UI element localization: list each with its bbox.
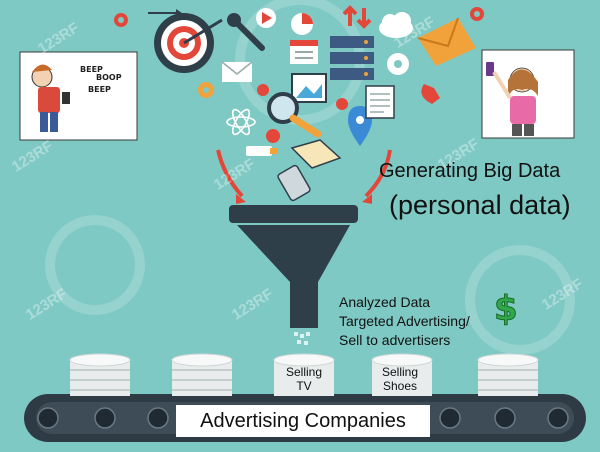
drum [273,353,335,396]
gear-icon [336,98,348,110]
personal-data-subtitle: (personal data) [389,190,571,220]
arrow-head [236,194,246,204]
selfie-woman-illustration [486,62,538,136]
analyzed-line-2: Targeted Advertising/ [339,313,470,329]
usb-icon [246,146,278,156]
speech-word-3: BEEP [88,85,111,94]
comic-man-illustration [31,64,70,132]
data-drums [69,353,539,396]
selling-shoes-line-1: Selling [381,365,419,379]
smartphone-icon [277,164,311,202]
envelope-icon [221,61,253,82]
selling-tv-line-1: Selling [285,365,323,379]
envelope-icon [417,17,476,66]
analyzed-line-1: Analyzed Data [339,294,431,310]
arrow-head [362,194,372,204]
gear-icon [257,84,269,96]
target-icon [154,13,223,73]
drum [171,353,233,396]
drum [69,353,131,396]
arrows-icon [342,5,372,29]
gear-icon [114,13,128,27]
selling-shoes-line-2: Shoes [382,379,418,393]
speech-word-1: BEEP [80,65,103,74]
dollar-icon: $ [494,289,519,330]
flow-arrows [216,149,392,198]
funnel-icon [229,205,358,328]
speech-word-2: BOOP [96,73,122,82]
gear-icon [470,7,484,21]
pie-chart-icon [291,13,313,35]
photo-icon [291,73,327,103]
atom-icon [226,108,256,136]
wrench-icon [227,13,265,51]
selling-shoes-label: Selling Shoes [375,365,425,393]
server-icon [330,36,374,80]
comic-photo-frame [19,51,138,141]
drum [371,353,433,396]
book-icon [290,139,342,169]
conveyor-wheels [37,407,569,429]
gear-icon [266,129,280,143]
cloud-icon [379,12,413,38]
data-particles [294,332,310,345]
magnifier-icon [267,92,322,138]
advertising-companies-label: Advertising Companies [176,405,430,437]
comic-speech: BEEP BOOP BEEP [80,65,122,94]
analyzed-data-text: Analyzed Data Targeted Advertising/ Sell… [339,293,470,350]
newspaper-icon [365,85,395,119]
generating-big-data-title: Generating Big Data [379,160,561,182]
svg-text:$: $ [494,289,518,329]
gear-icon [387,53,409,75]
selling-tv-line-2: TV [296,379,312,393]
phone-icon [421,84,440,104]
gear-icon [198,82,214,98]
calendar-icon [290,40,318,64]
arrow-line-icon [148,9,182,17]
selling-tv-label: Selling TV [281,365,327,393]
drum [477,353,539,396]
analyzed-line-3: Sell to advertisers [339,332,451,348]
play-icon [256,8,276,28]
